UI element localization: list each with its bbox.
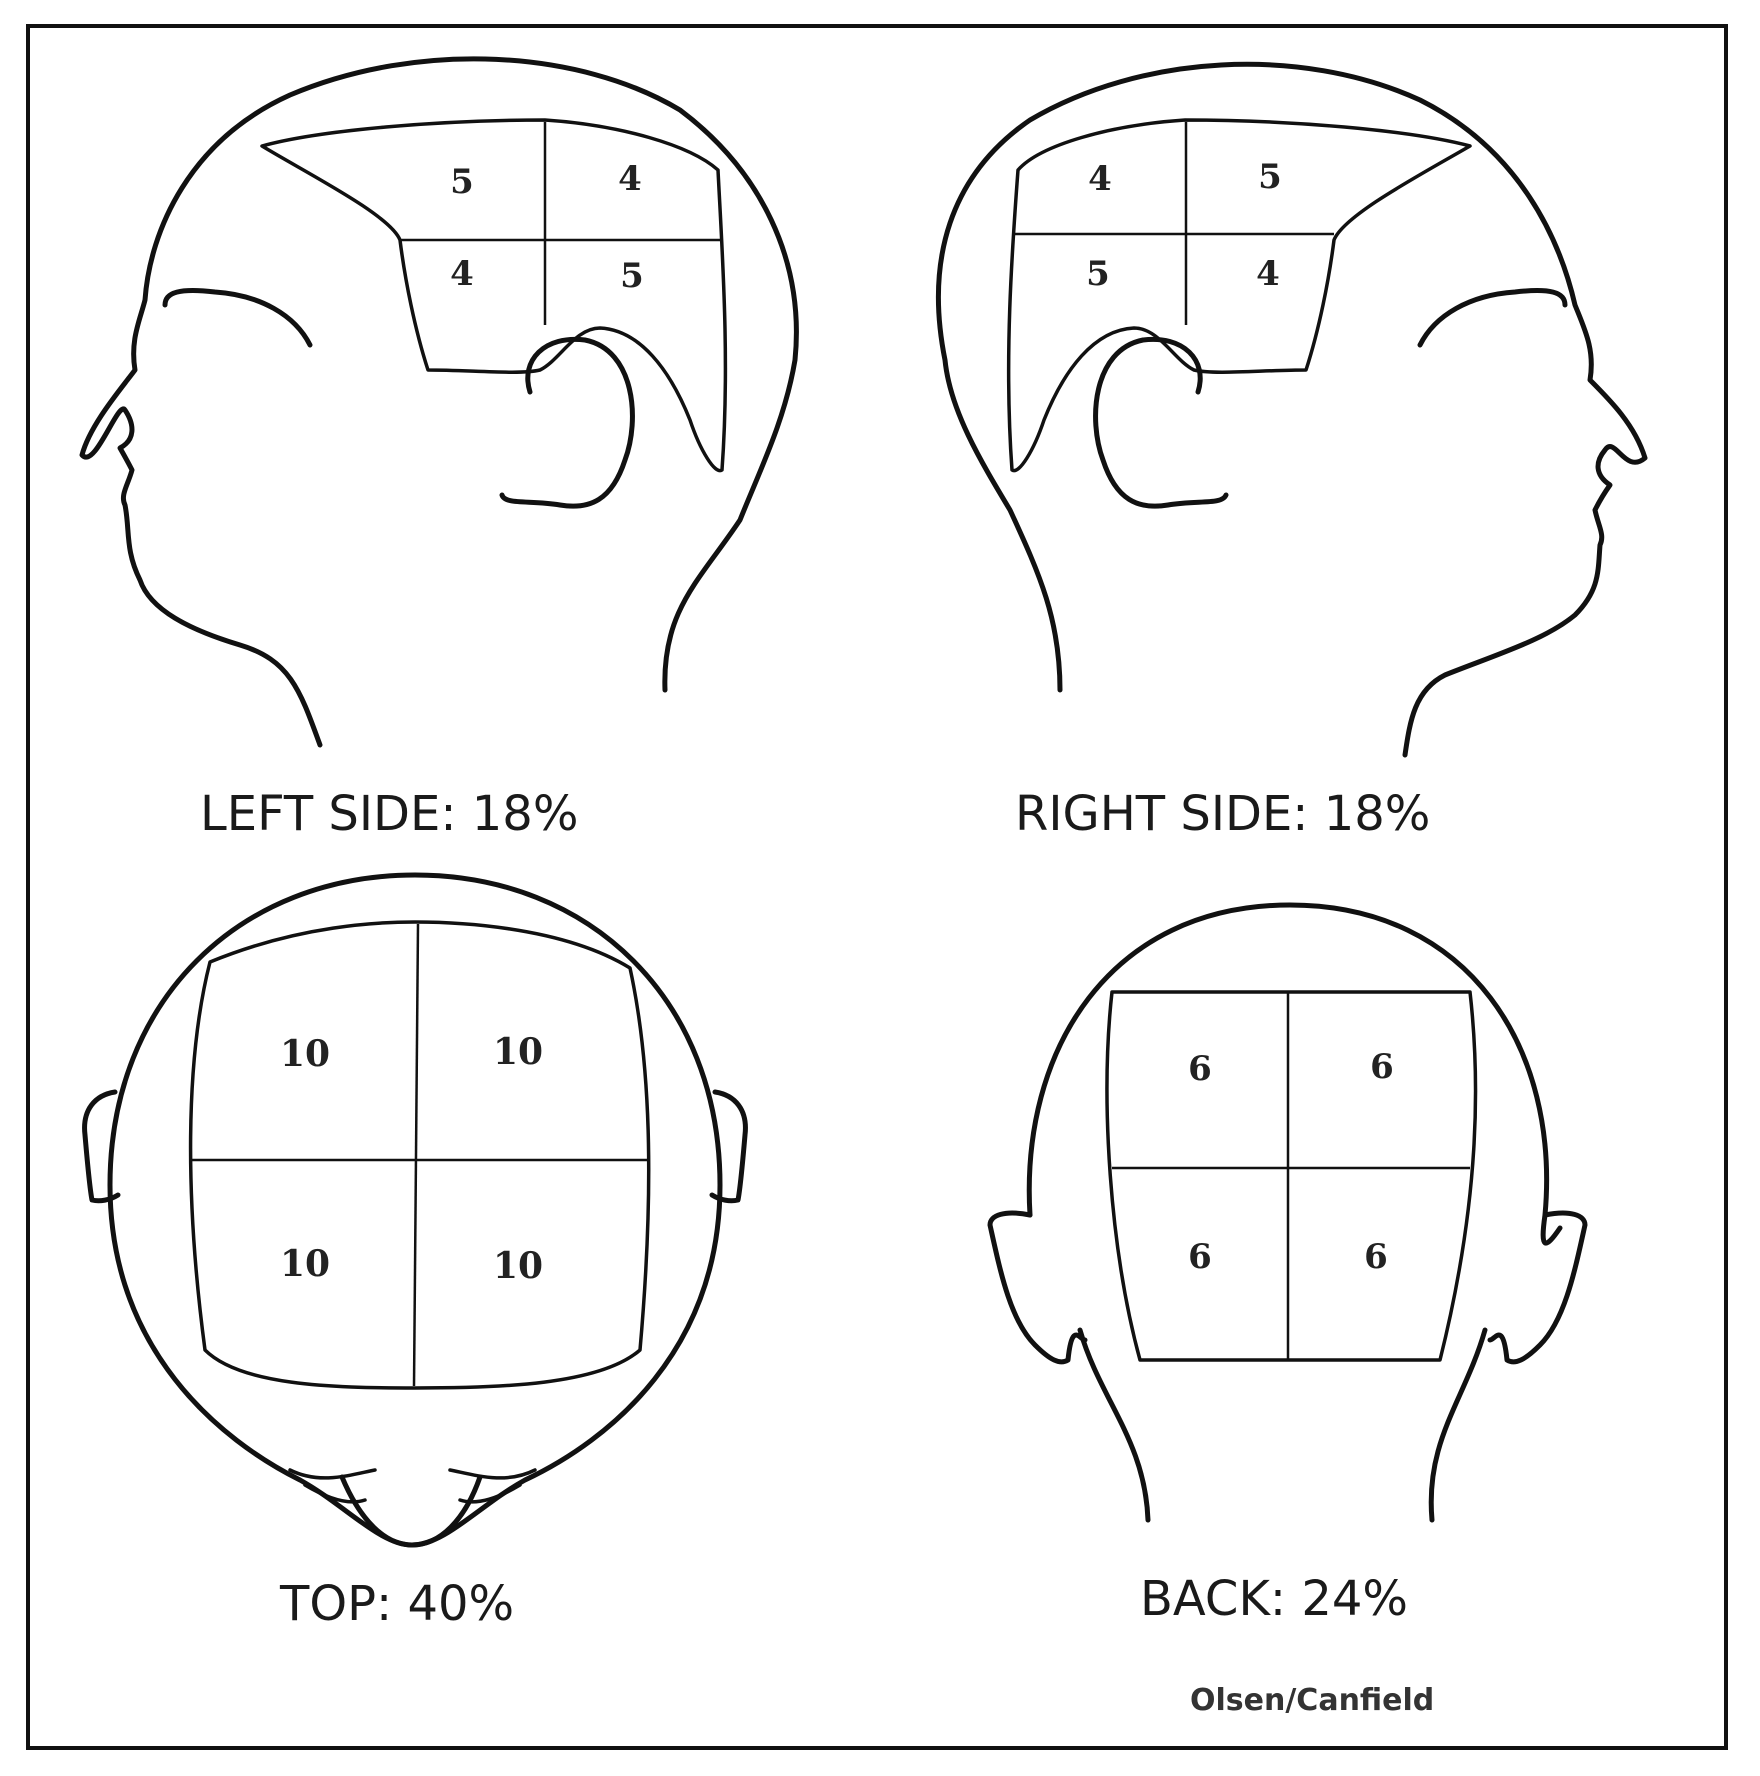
left-ear bbox=[499, 336, 635, 509]
top-zone-front-left: 10 bbox=[280, 1033, 330, 1075]
right-side-view: 4 5 5 4 bbox=[935, 61, 1648, 758]
back-head-outline bbox=[1026, 902, 1563, 1246]
back-caption: BACK: 24% bbox=[1140, 1571, 1408, 1627]
back-left-ear bbox=[987, 1210, 1088, 1365]
right-hair-zone-outline bbox=[1006, 118, 1472, 473]
left-hair-zone-outline bbox=[260, 118, 728, 473]
back-right-ear bbox=[1487, 1210, 1588, 1365]
top-right-ear bbox=[709, 1089, 748, 1204]
left-eye-brow bbox=[162, 288, 313, 348]
right-zone-lower-front: 4 bbox=[1256, 254, 1280, 294]
diagram-frame bbox=[26, 24, 1728, 1750]
back-view: 6 6 6 6 bbox=[987, 902, 1588, 1523]
back-zone-upper-left: 6 bbox=[1188, 1049, 1212, 1089]
right-zone-upper-front: 5 bbox=[1258, 157, 1282, 197]
top-left-ear bbox=[82, 1089, 121, 1204]
top-caption: TOP: 40% bbox=[279, 1576, 514, 1632]
top-zone-back-right: 10 bbox=[493, 1245, 543, 1287]
right-zone-upper-back: 4 bbox=[1088, 159, 1112, 199]
left-side-view: 5 4 4 5 bbox=[79, 56, 799, 748]
top-view: 10 10 10 10 bbox=[82, 872, 748, 1548]
top-nose bbox=[339, 1474, 483, 1548]
right-eye-brow bbox=[1417, 288, 1568, 348]
top-zone-back-left: 10 bbox=[280, 1243, 330, 1285]
right-ear bbox=[1093, 336, 1229, 509]
top-left-shoulder bbox=[288, 1468, 377, 1504]
top-hair-zone-outline bbox=[188, 920, 651, 1390]
back-neck-left bbox=[1077, 1327, 1151, 1523]
right-head-outline bbox=[935, 61, 1648, 758]
back-neck-right bbox=[1428, 1327, 1488, 1523]
credit-label: Olsen/Canfield bbox=[1190, 1683, 1434, 1718]
back-zone-lower-left: 6 bbox=[1188, 1237, 1212, 1277]
back-hair-zone-outline bbox=[1105, 990, 1478, 1362]
left-zone-lower-front: 4 bbox=[450, 254, 474, 294]
left-zone-upper-front: 5 bbox=[450, 162, 474, 202]
top-zone-divider-vertical bbox=[412, 923, 420, 1387]
top-zone-front-right: 10 bbox=[493, 1031, 543, 1073]
left-head-outline bbox=[79, 56, 799, 748]
left-zone-lower-back: 5 bbox=[620, 256, 644, 296]
back-zone-lower-right: 6 bbox=[1364, 1237, 1388, 1277]
left-zone-upper-back: 4 bbox=[618, 159, 642, 199]
top-right-shoulder bbox=[448, 1468, 537, 1504]
left-side-caption: LEFT SIDE: 18% bbox=[200, 786, 578, 842]
back-zone-upper-right: 6 bbox=[1370, 1047, 1394, 1087]
right-side-caption: RIGHT SIDE: 18% bbox=[1015, 786, 1430, 842]
right-zone-lower-back: 5 bbox=[1086, 254, 1110, 294]
